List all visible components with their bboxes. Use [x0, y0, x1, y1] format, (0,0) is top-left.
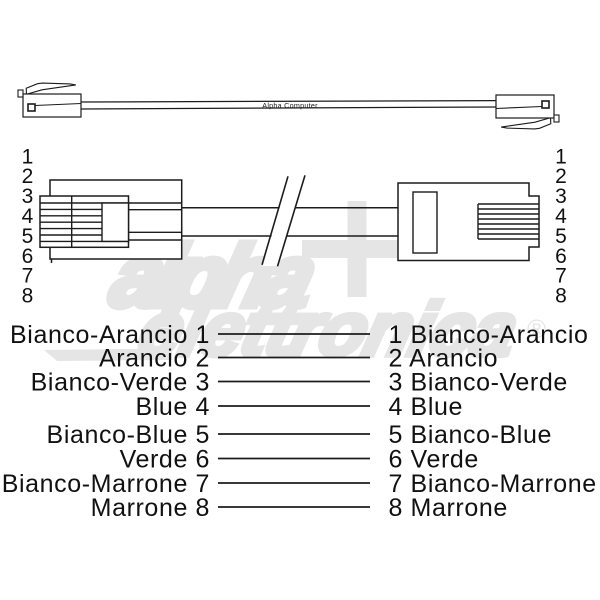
svg-text:6 Verde: 6 Verde [389, 446, 479, 474]
svg-text:8: 8 [22, 285, 34, 308]
svg-text:5: 5 [555, 225, 567, 248]
svg-text:Bianco-Marrone 7: Bianco-Marrone 7 [2, 470, 210, 498]
svg-text:Marrone 8: Marrone 8 [91, 494, 210, 522]
svg-text:Verde 6: Verde 6 [120, 446, 210, 474]
svg-text:®: ® [527, 314, 546, 344]
svg-text:6: 6 [555, 245, 567, 268]
svg-text:4: 4 [555, 205, 567, 228]
svg-text:3: 3 [555, 185, 567, 208]
svg-text:Blue 4: Blue 4 [136, 393, 211, 421]
svg-text:1: 1 [555, 145, 567, 168]
svg-text:7: 7 [555, 265, 567, 288]
svg-text:3: 3 [22, 185, 34, 208]
svg-text:elettronica: elettronica [131, 288, 526, 372]
svg-text:5 Bianco-Blue: 5 Bianco-Blue [389, 421, 552, 449]
svg-text:Alpha Computer: Alpha Computer [262, 101, 318, 110]
svg-text:3 Bianco-Verde: 3 Bianco-Verde [389, 369, 568, 397]
svg-text:Bianco-Verde 3: Bianco-Verde 3 [31, 369, 210, 397]
svg-text:Arancio 2: Arancio 2 [99, 345, 210, 373]
svg-text:4 Blue: 4 Blue [389, 393, 464, 421]
svg-text:Bianco-Arancio 1: Bianco-Arancio 1 [10, 321, 210, 349]
svg-text:1 Bianco-Arancio: 1 Bianco-Arancio [389, 321, 589, 349]
svg-text:7 Bianco-Marrone: 7 Bianco-Marrone [389, 470, 597, 498]
svg-text:8 Marrone: 8 Marrone [389, 494, 508, 522]
svg-text:Bianco-Blue 5: Bianco-Blue 5 [47, 421, 210, 449]
svg-text:2: 2 [22, 165, 34, 188]
svg-text:6: 6 [22, 245, 34, 268]
svg-text:4: 4 [22, 205, 34, 228]
svg-text:5: 5 [22, 225, 34, 248]
svg-text:8: 8 [555, 285, 567, 308]
svg-text:1: 1 [22, 145, 34, 168]
svg-text:2: 2 [555, 165, 567, 188]
svg-text:2 Arancio: 2 Arancio [389, 345, 499, 373]
svg-text:7: 7 [22, 265, 34, 288]
